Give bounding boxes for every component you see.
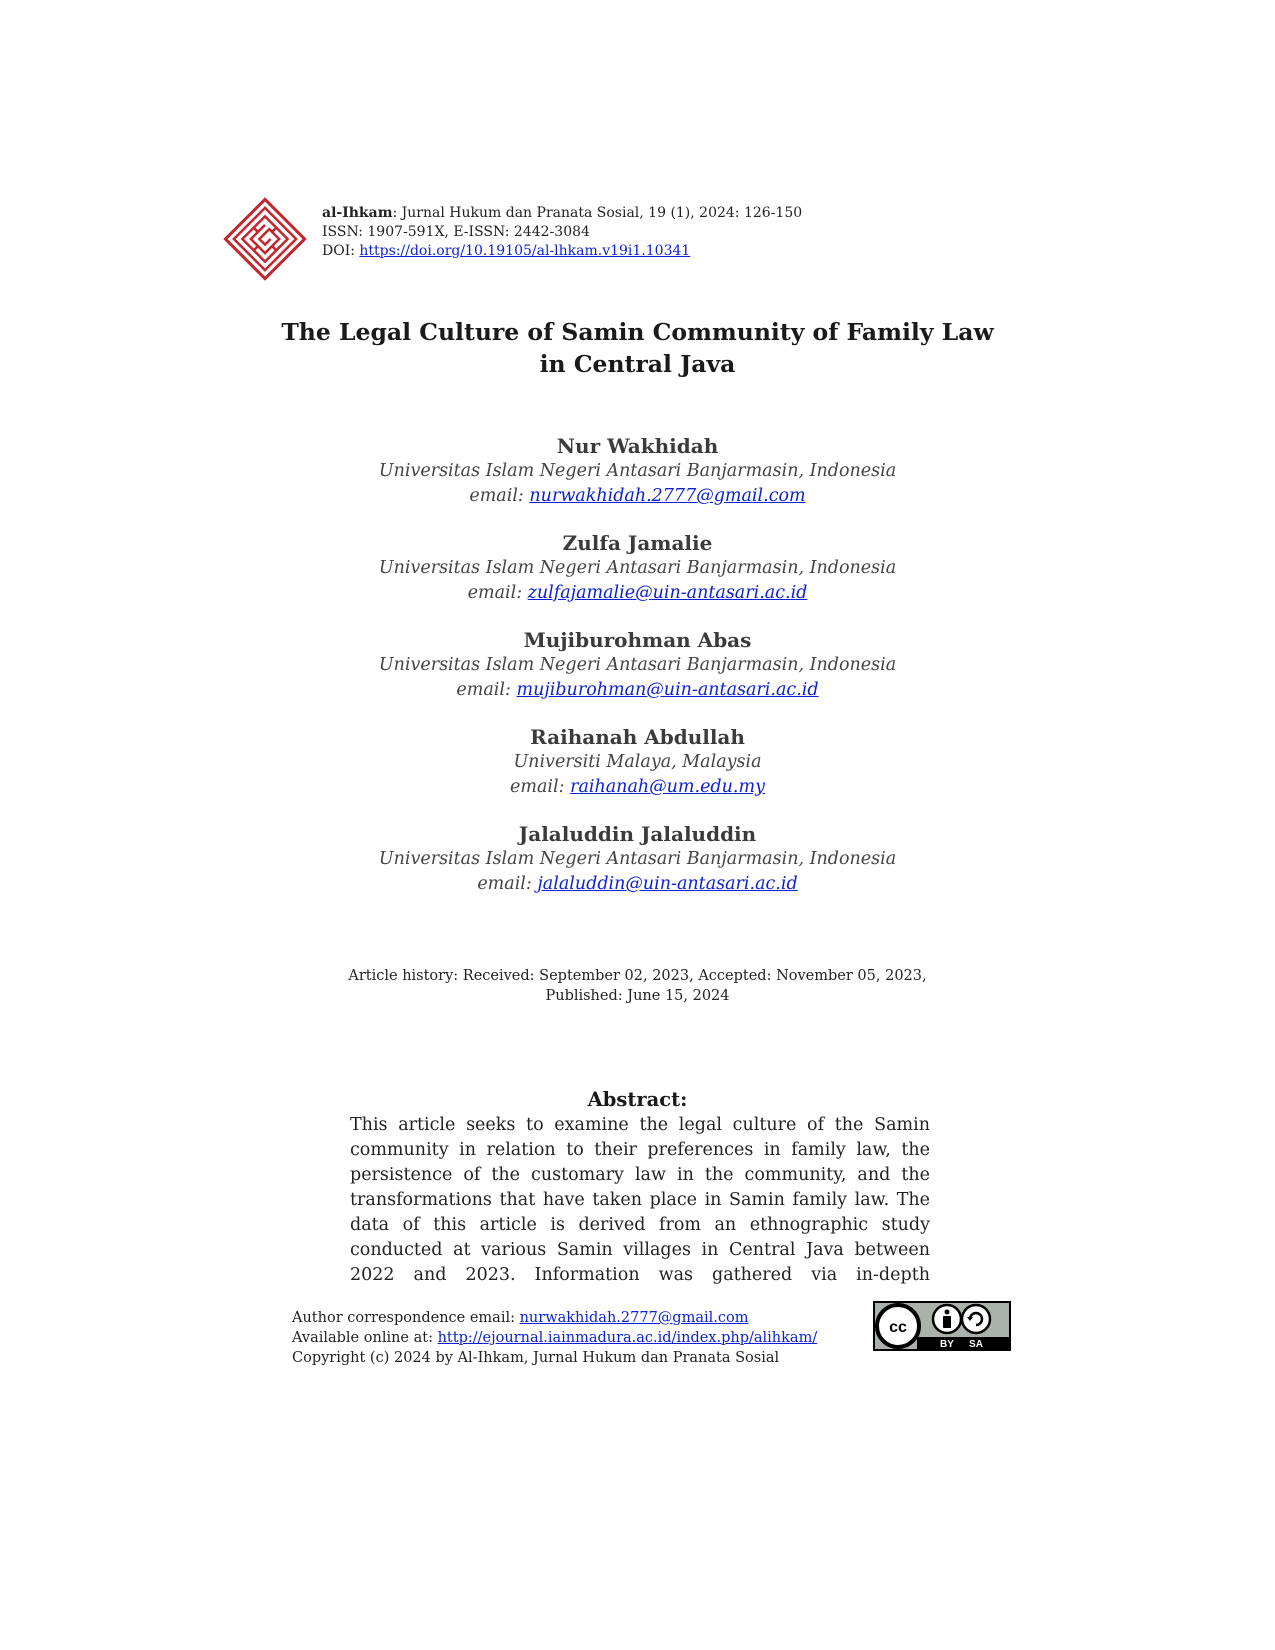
history-line-1: Article history: Received: September 02,… — [348, 968, 927, 984]
author-entry: Raihanah Abdullah Universiti Malaya, Mal… — [0, 725, 1275, 800]
author-affiliation: Universitas Islam Negeri Antasari Banjar… — [378, 558, 897, 578]
article-history: Article history: Received: September 02,… — [0, 966, 1275, 1006]
email-label: email: — [467, 583, 528, 603]
available-label: Available online at: — [292, 1330, 438, 1346]
issn-line: ISSN: 1907-591X, E-ISSN: 2442-3084 — [322, 224, 590, 240]
author-affiliation: Universitas Islam Negeri Antasari Banjar… — [378, 461, 897, 481]
copyright-text: Copyright (c) 2024 by Al-Ihkam, Jurnal H… — [292, 1350, 780, 1366]
email-label: email: — [510, 777, 571, 797]
title-line-1: The Legal Culture of Samin Community of … — [281, 318, 994, 346]
cc-by-sa-license-icon[interactable]: BY SA cc — [873, 1301, 1011, 1351]
author-name: Mujiburohman Abas — [523, 628, 752, 652]
author-email-link[interactable]: nurwakhidah.2777@gmail.com — [529, 486, 806, 506]
author-affiliation: Universitas Islam Negeri Antasari Banjar… — [378, 849, 897, 869]
author-name: Raihanah Abdullah — [530, 725, 745, 749]
email-label: email: — [469, 486, 530, 506]
email-label: email: — [456, 680, 517, 700]
attribution-icon — [931, 1303, 963, 1335]
correspondence-label: Author correspondence email: — [292, 1310, 520, 1326]
journal-details: : Jurnal Hukum dan Pranata Sosial, 19 (1… — [392, 205, 803, 221]
correspondence-email-link[interactable]: nurwakhidah.2777@gmail.com — [519, 1310, 749, 1326]
email-label: email: — [477, 874, 538, 894]
doi-label: DOI: — [322, 243, 360, 259]
journal-url-link[interactable]: http://ejournal.iainmadura.ac.id/index.p… — [437, 1330, 818, 1346]
history-line-2: Published: June 15, 2024 — [545, 988, 730, 1004]
author-email-link[interactable]: raihanah@um.edu.my — [570, 777, 765, 797]
author-name: Nur Wakhidah — [556, 434, 719, 458]
author-entry: Jalaluddin Jalaluddin Universitas Islam … — [0, 822, 1275, 897]
article-title: The Legal Culture of Samin Community of … — [0, 316, 1275, 380]
author-entry: Nur Wakhidah Universitas Islam Negeri An… — [0, 434, 1275, 509]
abstract-text: This article seeks to examine the legal … — [350, 1115, 930, 1285]
doi-link[interactable]: https://doi.org/10.19105/al-lhkam.v19i1.… — [359, 243, 691, 259]
license-sa-label: SA — [969, 1339, 983, 1350]
author-affiliation: Universitas Islam Negeri Antasari Banjar… — [378, 655, 897, 675]
abstract-heading: Abstract: — [587, 1088, 688, 1111]
author-name: Jalaluddin Jalaluddin — [518, 822, 757, 846]
author-list: Nur Wakhidah Universitas Islam Negeri An… — [0, 434, 1275, 919]
author-email-link[interactable]: zulfajamalie@uin-antasari.ac.id — [527, 583, 808, 603]
author-entry: Zulfa Jamalie Universitas Islam Negeri A… — [0, 531, 1275, 606]
author-entry: Mujiburohman Abas Universitas Islam Nege… — [0, 628, 1275, 703]
author-name: Zulfa Jamalie — [562, 531, 713, 555]
footer-info: Author correspondence email: nurwakhidah… — [292, 1308, 817, 1368]
share-alike-icon — [960, 1303, 992, 1335]
journal-logo-icon — [223, 197, 307, 281]
title-line-2: in Central Java — [539, 350, 736, 378]
author-affiliation: Universiti Malaya, Malaysia — [513, 752, 762, 772]
license-by-label: BY — [940, 1339, 954, 1350]
author-email-link[interactable]: mujiburohman@uin-antasari.ac.id — [516, 680, 819, 700]
author-email-link[interactable]: jalaluddin@uin-antasari.ac.id — [537, 874, 798, 894]
journal-name: al-Ihkam — [322, 205, 393, 221]
cc-icon: cc — [875, 1303, 921, 1349]
svg-text:cc: cc — [889, 1319, 907, 1336]
